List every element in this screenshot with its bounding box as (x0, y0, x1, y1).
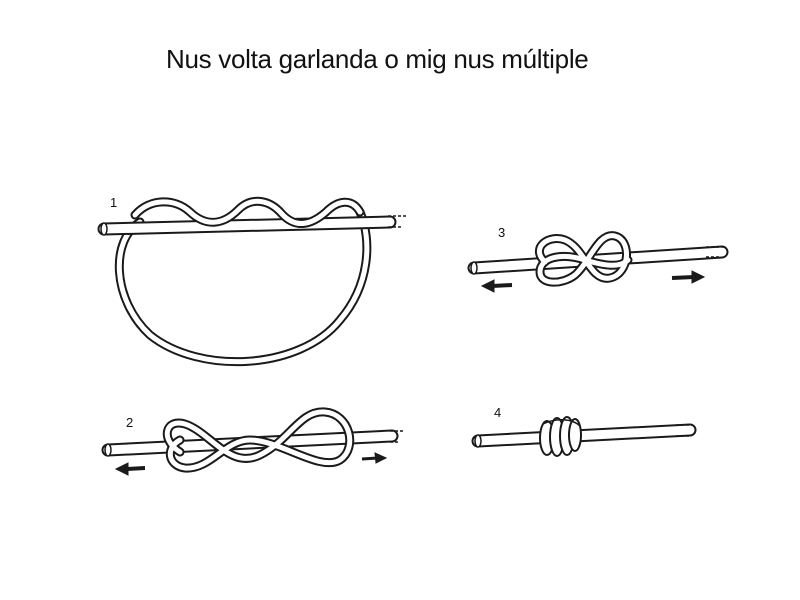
step-1-loop (114, 207, 372, 367)
step-3-number: 3 (498, 225, 505, 240)
step-4-standing-part (471, 423, 697, 448)
step-2-illustration: 2 (101, 407, 404, 476)
step-1-illustration: 1 (97, 195, 408, 367)
step-3-illustration: 3 (467, 225, 729, 293)
step-4-finished-knot (539, 416, 582, 457)
step-2-number: 2 (126, 415, 133, 430)
step-1-standing-part (97, 215, 408, 236)
diagram-title: Nus volta garlanda o mig nus múltiple (166, 44, 589, 74)
step-1-number: 1 (110, 195, 117, 210)
step-4-illustration: 4 (471, 405, 697, 457)
step-2-arrow-left (114, 462, 146, 476)
step-3-knot-wraps (534, 231, 633, 287)
step-2-knot-wraps (162, 407, 355, 473)
step-4-number: 4 (494, 405, 501, 420)
step-3-arrow-left (480, 279, 513, 293)
step-1-twists (130, 196, 365, 228)
step-2-arrow-right (361, 452, 388, 464)
step-3-arrow-right (671, 270, 706, 284)
